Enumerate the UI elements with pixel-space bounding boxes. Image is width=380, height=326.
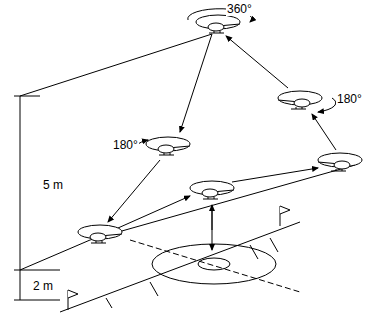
skid-strut <box>220 31 221 33</box>
skid-strut <box>164 153 165 155</box>
skid-strut <box>296 107 297 109</box>
skid-strut <box>96 241 97 243</box>
dimension-label: 5 m <box>42 178 64 192</box>
skid <box>159 155 174 156</box>
skid <box>203 199 218 200</box>
fuselage <box>334 161 350 169</box>
skid-strut <box>170 153 171 155</box>
skid-strut <box>102 241 103 243</box>
rotation-label: 180° <box>336 92 363 106</box>
fuselage <box>90 233 106 241</box>
helicopter <box>78 225 122 243</box>
skid-strut <box>214 31 215 33</box>
helicopter <box>318 153 362 171</box>
dimension-label: 2 m <box>32 279 54 293</box>
helicopter <box>146 137 190 155</box>
fuselage <box>202 189 218 197</box>
skid-strut <box>302 107 303 109</box>
skid-strut <box>208 197 209 199</box>
skid-strut <box>342 169 343 171</box>
skid <box>209 33 224 34</box>
skid <box>291 109 306 110</box>
fuselage <box>208 23 224 31</box>
rotation-label: 360° <box>226 2 253 16</box>
rotation-label: 180° <box>112 138 139 152</box>
skid <box>91 243 106 244</box>
fuselage <box>294 99 310 107</box>
helicopter <box>190 181 234 199</box>
skid <box>331 171 346 172</box>
fuselage <box>158 145 174 153</box>
skid-strut <box>214 197 215 199</box>
skid-strut <box>336 169 337 171</box>
helicopter <box>196 15 240 33</box>
helicopter <box>278 91 322 109</box>
